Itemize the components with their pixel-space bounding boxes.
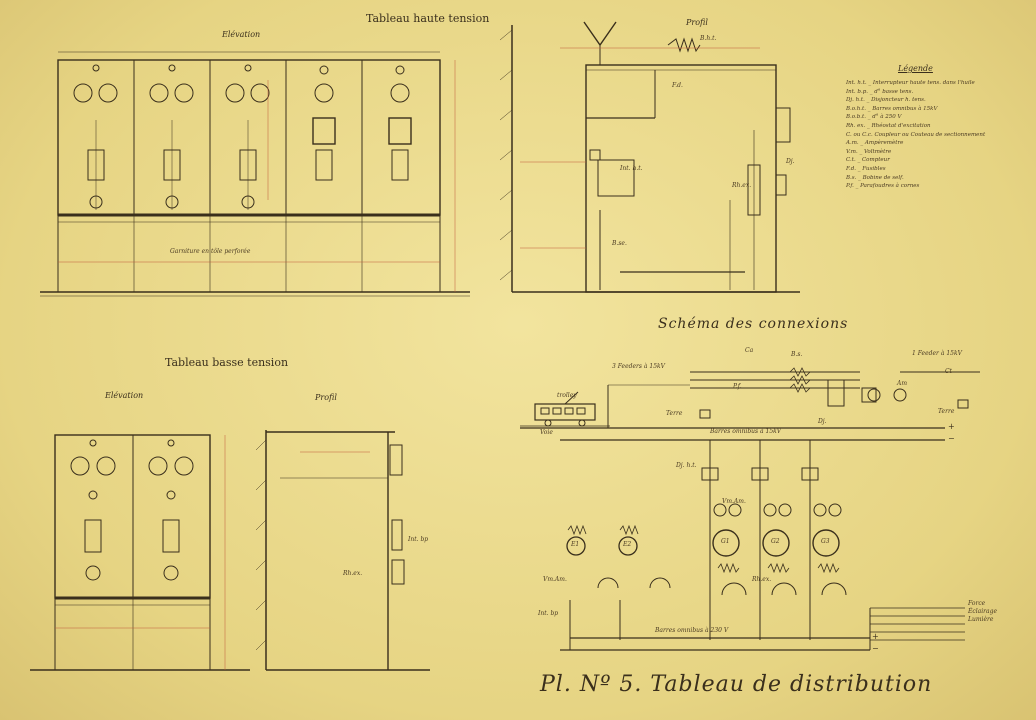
bus-minus-top: − — [948, 434, 955, 443]
legend-item: Int. h.t. _ Interrupteur haute tens. dan… — [846, 80, 975, 86]
ht-elevation-drawing — [40, 51, 470, 297]
legend-item: B.o.b.t. _ d° à 250 V — [846, 114, 902, 121]
ht-elevation-label: Elévation — [222, 30, 261, 39]
legend-item: V.m. _ Voltmètre — [846, 148, 892, 155]
label-barres-bottom: Barres omnibus à 230 V — [655, 627, 729, 634]
label-voie: Voie — [540, 429, 553, 436]
bt-elevation-drawing — [30, 434, 250, 671]
label-int-bp-schema: Int. bp — [538, 610, 559, 617]
label-dj-schema: Dj. — [818, 418, 827, 425]
label-feeder-right: 1 Feeder à 15kV — [912, 350, 962, 357]
label-ca: Ca — [745, 347, 754, 354]
label-e1: E1 — [571, 541, 580, 548]
label-bht: B.h.t. — [700, 35, 717, 42]
label-pf: P.f. — [733, 383, 742, 390]
legend-list: Int. h.t. _ Interrupteur haute tens. dan… — [846, 79, 1026, 191]
legend-item: Int. b.p. _ d° basse tens. — [846, 88, 914, 95]
label-trolley: trolley — [557, 392, 577, 399]
legend-item: F.d. _ Fusibles — [846, 165, 886, 172]
bus-minus-bottom: − — [872, 644, 879, 653]
output-label: Force — [968, 600, 986, 607]
output-label: Éclairage — [968, 608, 997, 615]
legend-item: A.m. _ Ampèremètre — [846, 140, 904, 147]
title-basse-tension: Tableau basse tension — [165, 356, 289, 369]
label-vm-am: Vm.Am. — [722, 498, 746, 505]
label-rh-ex-bt: Rh.ex. — [343, 570, 363, 577]
title-schema: Schéma des connexions — [658, 316, 849, 332]
legend-item: C. ou C.c. Coupleur ou Couteau de sectio… — [846, 131, 986, 138]
label-g1: G1 — [721, 538, 730, 545]
bt-profile-label: Profil — [315, 393, 337, 402]
output-label: Lumière — [968, 616, 994, 623]
legend-title: Légende — [898, 64, 933, 73]
label-dj: Dj. — [786, 158, 795, 165]
legend-item: P.f. _ Parafoudres à cornes — [846, 183, 920, 190]
label-terre-right: Terre — [938, 408, 955, 415]
ht-profile-drawing — [499, 21, 800, 293]
legend-item: B.s. _ Bobine de self. — [846, 174, 904, 181]
label-barres-top: Barres omnibus à 15kV — [710, 428, 782, 435]
ht-profile-label: Profil — [686, 18, 708, 27]
label-terre-left: Terre — [666, 410, 683, 417]
schema-drawing — [520, 367, 980, 651]
legend-item: B.o.h.t. _ Barres omnibus à 15kV — [846, 105, 938, 112]
legend-item: C.t. _ Compteur — [846, 157, 890, 164]
label-g3: G3 — [821, 538, 830, 545]
label-bs: B.s. — [791, 351, 803, 358]
label-garniture: Garniture en tôle perforée — [170, 248, 251, 255]
label-int-bp: Int. bp — [408, 536, 429, 543]
plate-title: Pl. Nº 5. Tableau de distribution — [540, 672, 933, 697]
label-int-ht: Int. h.t. — [620, 165, 643, 172]
legend: Légende Int. h.t. _ Interrupteur haute t… — [846, 64, 1026, 189]
label-am: Am — [897, 380, 908, 387]
label-rh-ex-schema: Rh.ex. — [752, 576, 772, 583]
label-rh-ex-profile: Rh.ex. — [732, 182, 752, 189]
legend-item: Rh. ex. _ Rhéostat d'excitation — [846, 122, 931, 129]
bus-plus-top: + — [948, 422, 955, 431]
label-feeders-left: 3 Feeders à 15kV — [612, 363, 665, 370]
label-vm-am-exciter: Vm.Am. — [543, 576, 567, 583]
label-e2: E2 — [623, 541, 632, 548]
label-ct: Ct — [945, 368, 953, 375]
label-bse: B.se. — [612, 240, 627, 247]
bt-profile-drawing — [255, 430, 430, 671]
title-haute-tension: Tableau haute tension — [366, 12, 490, 25]
legend-item: Dj. h.t. _ Disjoncteur h. tens. — [846, 97, 926, 104]
bt-elevation-label: Elévation — [105, 391, 144, 400]
bus-plus-bottom: + — [872, 632, 879, 641]
label-g2: G2 — [771, 538, 780, 545]
label-dj-ht: Dj. h.t. — [676, 462, 697, 469]
label-fd: F.d. — [672, 82, 683, 89]
